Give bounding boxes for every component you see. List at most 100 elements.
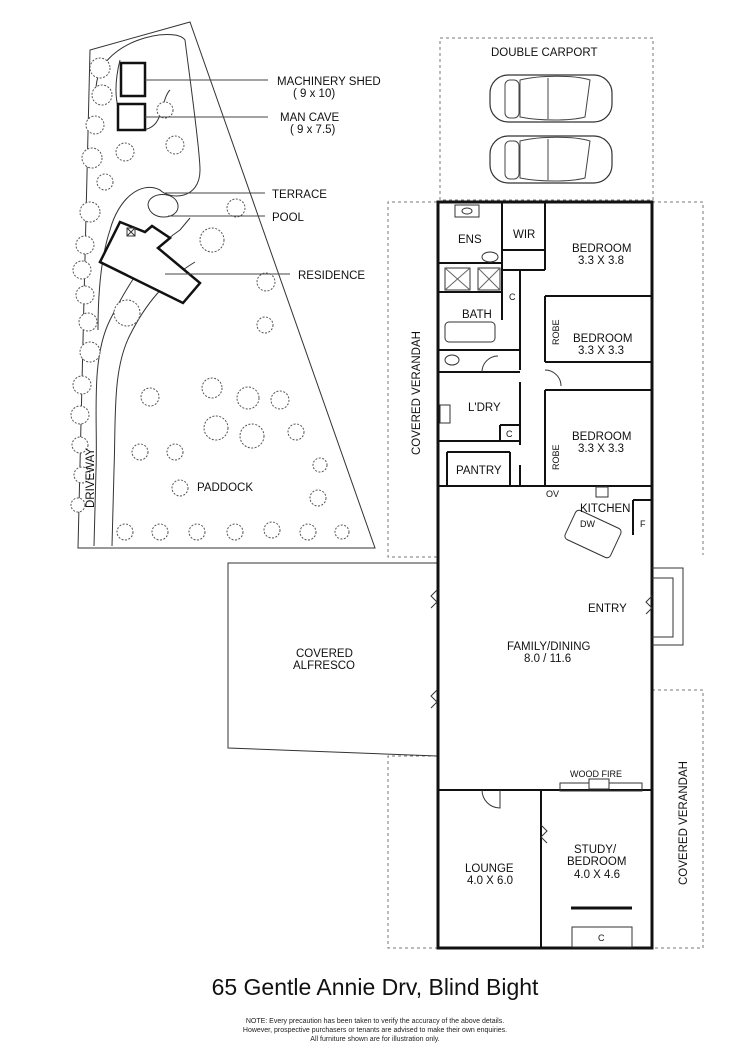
bathtub <box>444 321 496 343</box>
label-driveway: DRIVEWAY <box>85 448 97 508</box>
toilet-ensuite <box>481 251 499 263</box>
shower-bath <box>477 267 501 291</box>
pool-shape <box>147 194 179 218</box>
label-kitchen: KITCHEN <box>580 503 630 515</box>
sliding-door-alfresco-bottom <box>430 689 438 709</box>
verandah-right-outline <box>652 689 704 949</box>
label-dw: DW <box>580 519 595 529</box>
label-lounge: LOUNGE <box>465 863 514 875</box>
label-family-dining-size: 8.0 / 11.6 <box>524 653 571 665</box>
sliding-door-alfresco-top <box>430 589 438 609</box>
label-covered-verandah-left: COVERED VERANDAH <box>411 331 423 455</box>
tree <box>91 84 113 106</box>
tree <box>156 101 174 119</box>
tree <box>299 523 317 541</box>
tree <box>334 524 350 540</box>
shower-ensuite-x2 <box>444 267 471 291</box>
tree <box>72 375 92 395</box>
tree <box>203 415 229 441</box>
label-c1: C <box>509 292 516 302</box>
driveway-loop <box>95 33 201 331</box>
label-man-cave: MAN CAVE <box>280 112 340 124</box>
label-pantry: PANTRY <box>456 465 502 477</box>
bath-door <box>481 355 499 373</box>
shower-ensuite <box>444 267 471 291</box>
tree <box>263 521 281 539</box>
disclaimer-line-1: NOTE: Every precaution has been taken to… <box>245 1018 505 1025</box>
tree <box>115 142 135 162</box>
label-covered-alfresco-1: COVERED <box>296 648 353 660</box>
interior-walls <box>438 202 652 948</box>
entry-porch <box>652 567 684 646</box>
label-lounge-size: 4.0 X 6.0 <box>467 875 513 887</box>
floor-plan: DOUBLE CARPORT <box>227 37 704 950</box>
label-paddock: PADDOCK <box>197 482 253 494</box>
label-robe1: ROBE <box>551 319 561 345</box>
tree <box>309 489 327 507</box>
label-study-size: 4.0 X 4.6 <box>574 869 620 881</box>
label-double-carport: DOUBLE CARPORT <box>491 47 598 59</box>
label-family-dining: FAMILY/DINING <box>507 641 591 653</box>
tree <box>75 285 95 305</box>
study-cupboard <box>571 926 633 948</box>
basin-ensuite <box>461 207 473 215</box>
label-ov: OV <box>546 489 559 499</box>
tree <box>79 201 101 223</box>
car-bottom <box>489 135 613 184</box>
label-wood-fire: WOOD FIRE <box>570 769 622 779</box>
tree <box>171 479 189 497</box>
tree <box>72 260 92 280</box>
label-entry: ENTRY <box>588 603 627 615</box>
verandah-right-top-outline <box>652 201 704 555</box>
car-top <box>489 74 613 123</box>
label-residence: RESIDENCE <box>298 270 365 282</box>
tree <box>70 405 90 425</box>
tree <box>71 436 89 454</box>
tree <box>140 387 160 407</box>
label-man-cave-size: ( 9 x 7.5) <box>290 124 336 136</box>
terrace-marker-x2 <box>126 227 136 237</box>
tree <box>166 443 184 461</box>
verandah-left-bottom-outline <box>387 755 437 949</box>
label-ens: ENS <box>458 234 482 246</box>
label-c3: C <box>598 933 605 943</box>
disclaimer-line-3: All furniture shown are for illustration… <box>310 1036 440 1043</box>
tree <box>270 390 290 410</box>
label-wir: WIR <box>513 229 535 241</box>
label-bedroom2-size: 3.3 X 3.3 <box>578 345 624 357</box>
verandah-left-outline <box>387 201 437 558</box>
vanity-ensuite <box>454 204 480 218</box>
label-bedroom1: BEDROOM <box>572 243 631 255</box>
kitchen-island <box>564 509 622 559</box>
label-covered-verandah-right: COVERED VERANDAH <box>678 761 690 885</box>
carport-outline <box>439 37 654 201</box>
tree <box>256 272 276 292</box>
tree <box>81 147 103 169</box>
tree <box>312 457 328 473</box>
lounge-door <box>481 789 501 809</box>
tree <box>256 316 274 334</box>
bedroom3-door <box>544 369 562 387</box>
residence-outline <box>98 220 202 305</box>
site-plan: MACHINERY SHED ( 9 x 10) MAN CAVE ( 9 x … <box>70 21 381 549</box>
study-door <box>540 824 548 844</box>
label-study-1: STUDY/ <box>574 844 617 856</box>
tree <box>78 312 98 332</box>
terrace-marker <box>126 227 136 237</box>
label-bath: BATH <box>462 309 492 321</box>
label-bedroom3-size: 3.3 X 3.3 <box>578 443 624 455</box>
site-trees <box>70 57 350 541</box>
tree <box>287 423 305 441</box>
label-laundry: L'DRY <box>468 402 501 414</box>
property-address: 65 Gentle Annie Drv, Blind Bight <box>211 974 539 1000</box>
label-pool: POOL <box>272 212 305 224</box>
label-robe2: ROBE <box>551 444 561 470</box>
label-bedroom3: BEDROOM <box>572 431 631 443</box>
tree <box>73 466 91 484</box>
tree <box>79 341 101 363</box>
label-study-2: BEDROOM <box>567 856 626 868</box>
tree <box>75 235 95 255</box>
label-machinery-shed: MACHINERY SHED <box>277 76 381 88</box>
disclaimer-line-2: However, prospective purchasers or tenan… <box>242 1027 508 1034</box>
